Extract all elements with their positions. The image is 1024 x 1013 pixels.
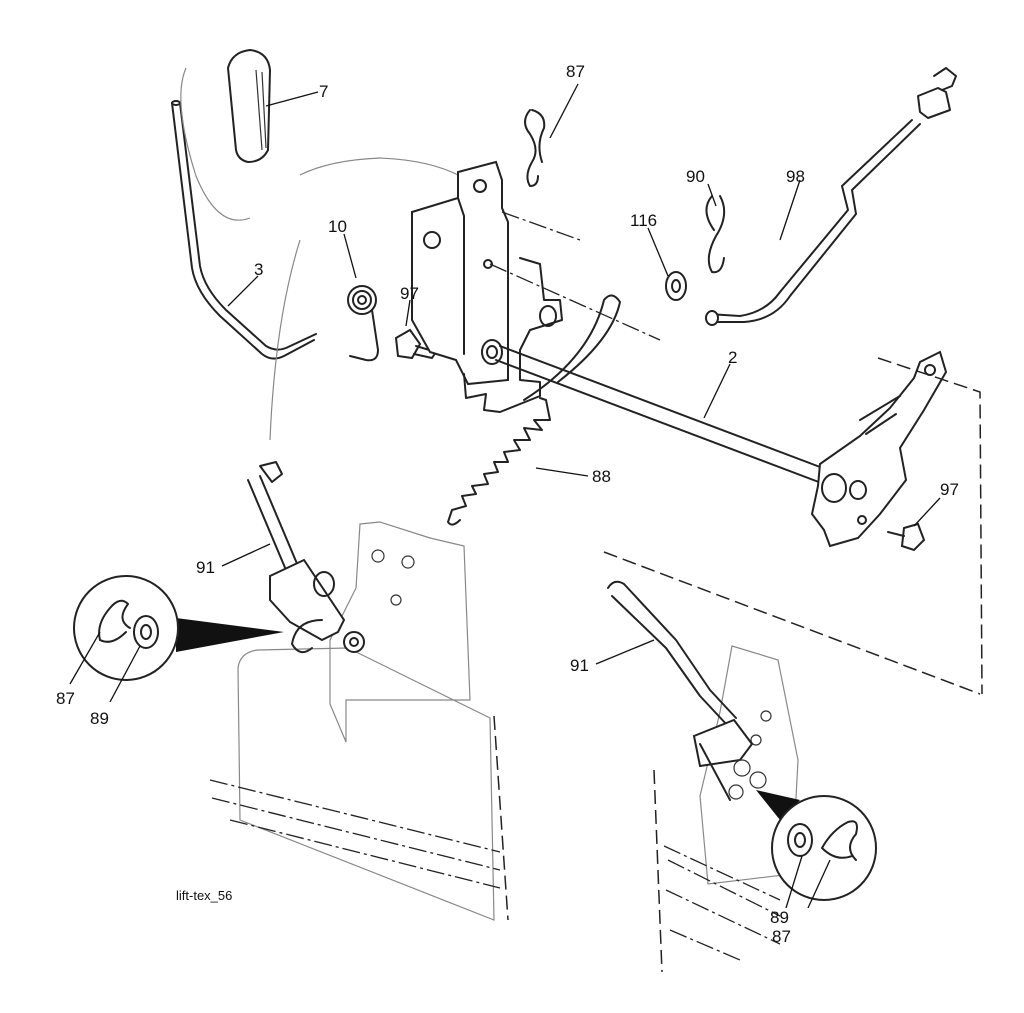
phantom-arc: [180, 67, 461, 441]
part-10-spring: [347, 285, 379, 362]
detail-circle-right: [756, 790, 877, 901]
label-87-right: 87: [772, 927, 791, 946]
part-116-washer: [665, 271, 687, 301]
centerline-2: [489, 263, 661, 341]
part-91-link-right: [607, 580, 767, 801]
label-2: 2: [728, 348, 737, 367]
label-89-right: 89: [770, 908, 789, 927]
mounting-bracket: [411, 160, 563, 413]
left-lower-frame: [209, 521, 509, 921]
leader-lines: [69, 83, 941, 909]
label-91-right: 91: [570, 656, 589, 675]
label-90: 90: [686, 167, 705, 186]
part-7-grip: [227, 49, 271, 163]
label-97-right: 97: [940, 480, 959, 499]
part-labels: 7 87 90 98 116 10 3 97 2 88 97 91 91 87 …: [56, 62, 959, 946]
part-87-clip-top: [524, 109, 546, 187]
label-10: 10: [328, 217, 347, 236]
part-98-rod: [705, 67, 957, 326]
dashed-outline-right: [603, 357, 983, 695]
part-88-spring: [447, 294, 621, 526]
part-91-link-left: [247, 461, 365, 654]
label-3: 3: [254, 260, 263, 279]
label-98: 98: [786, 167, 805, 186]
label-87-left: 87: [56, 689, 75, 708]
part-2-shaft: [495, 345, 829, 485]
label-87-top: 87: [566, 62, 585, 81]
label-89-left: 89: [90, 709, 109, 728]
label-116: 116: [630, 211, 657, 230]
detail-circle-left: [73, 575, 284, 681]
part-90-clip: [705, 195, 726, 274]
part-97-bolt-left: [394, 328, 437, 360]
figure-caption: lift-tex_56: [176, 888, 232, 903]
right-lift-arm: [810, 350, 948, 548]
label-91-left: 91: [196, 558, 215, 577]
label-97-left: 97: [400, 284, 419, 303]
label-88: 88: [592, 467, 611, 486]
centerline-1: [501, 211, 581, 241]
part-97-bolt-right: [887, 522, 926, 552]
part-3-lever: [171, 100, 317, 360]
label-7: 7: [319, 82, 328, 101]
